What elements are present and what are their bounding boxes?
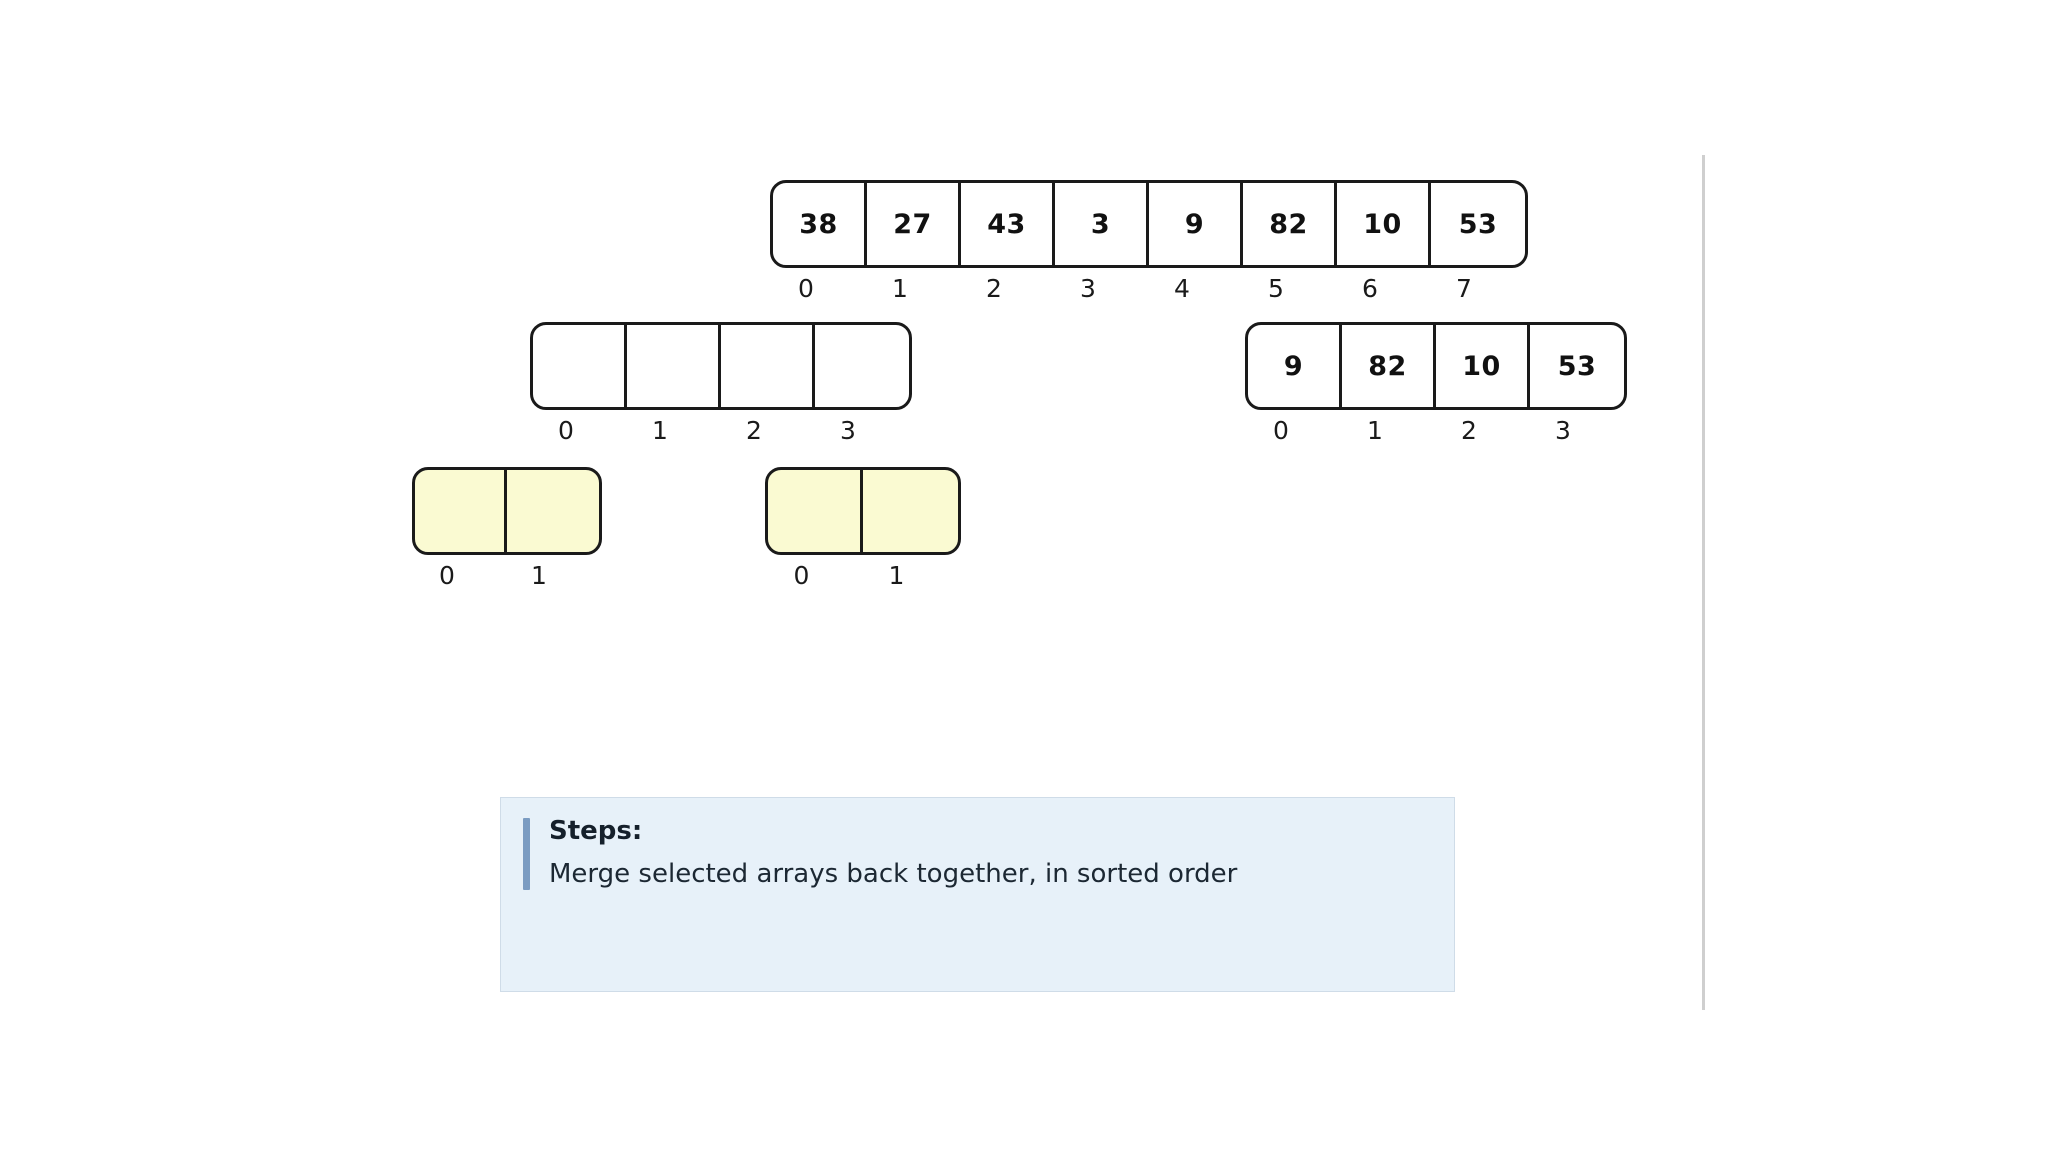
steps-accent-bar [523, 818, 530, 890]
left-middle-array[interactable]: 0 1 2 3 [530, 322, 912, 445]
array-cell[interactable] [815, 325, 909, 407]
left-middle-array-index-row: 0 1 2 3 [530, 416, 912, 445]
array-cell[interactable]: 82 [1342, 325, 1436, 407]
array-index-label: 0 [1273, 416, 1289, 445]
array-index-label: 0 [558, 416, 574, 445]
steps-panel: Steps: Merge selected arrays back togeth… [500, 797, 1455, 992]
array-cell[interactable]: 38 [773, 183, 867, 265]
array-cell[interactable]: 43 [961, 183, 1055, 265]
array-cell[interactable]: 10 [1436, 325, 1530, 407]
array-cell[interactable]: 27 [867, 183, 961, 265]
left-leaf-array-cells[interactable] [412, 467, 602, 555]
array-cell[interactable]: 53 [1458, 208, 1498, 240]
array-cell[interactable] [507, 470, 599, 552]
right-middle-array-index-row: 0 1 2 3 [1245, 416, 1627, 445]
array-index-label: 3 [840, 416, 856, 445]
array-cell[interactable] [627, 325, 721, 407]
array-index-label: 7 [1456, 274, 1472, 303]
array-index-label: 1 [1367, 416, 1383, 445]
array-cell[interactable] [415, 470, 507, 552]
steps-body: Steps: Merge selected arrays back togeth… [549, 812, 1434, 894]
array-index-label: 2 [986, 274, 1002, 303]
array-index-label: 1 [888, 561, 905, 590]
right-panel-divider [1702, 155, 1705, 1010]
array-index-label: 3 [1555, 416, 1571, 445]
array-index-label: 6 [1362, 274, 1378, 303]
array-cell[interactable] [863, 470, 958, 552]
array-cell[interactable] [768, 470, 863, 552]
array-index-label: 2 [746, 416, 762, 445]
array-cell[interactable]: 3 [1055, 183, 1149, 265]
array-index-label: 0 [439, 561, 455, 590]
right-leaf-array-cells[interactable] [765, 467, 961, 555]
array-cell[interactable]: 10 [1337, 183, 1431, 265]
root-array-index-row: 0 1 2 3 4 5 6 7 [770, 274, 1528, 303]
array-index-label: 1 [531, 561, 547, 590]
steps-title: Steps: [549, 816, 643, 846]
array-index-label: 1 [892, 274, 908, 303]
array-index-label: 2 [1461, 416, 1477, 445]
array-index-label: 0 [793, 561, 810, 590]
array-cell[interactable]: 82 [1243, 183, 1337, 265]
array-cell[interactable]: 9 [1149, 183, 1243, 265]
left-middle-array-cells[interactable] [530, 322, 912, 410]
array-cell[interactable] [533, 325, 627, 407]
array-index-label: 4 [1174, 274, 1190, 303]
array-index-label: 5 [1268, 274, 1284, 303]
array-index-label: 3 [1080, 274, 1096, 303]
steps-description: Merge selected arrays back together, in … [549, 859, 1238, 889]
array-cell[interactable] [721, 325, 815, 407]
array-cell[interactable]: 53 [1557, 350, 1597, 382]
array-index-label: 0 [798, 274, 814, 303]
array-index-label: 1 [652, 416, 668, 445]
array-cell[interactable]: 9 [1248, 325, 1342, 407]
